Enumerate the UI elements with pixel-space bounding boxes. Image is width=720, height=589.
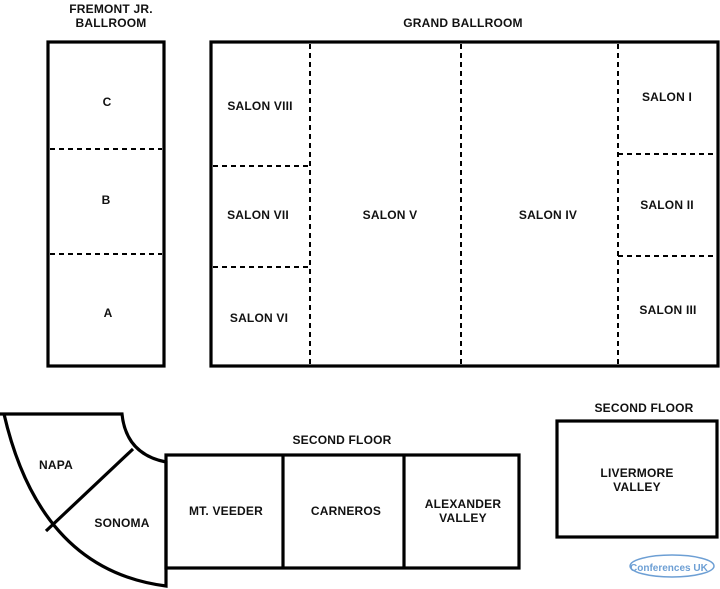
room-salon-viii[interactable]: SALON VIII bbox=[227, 99, 292, 113]
room-fremont-c[interactable]: C bbox=[103, 95, 112, 109]
fremont-title-line1: FREMONT JR. bbox=[69, 2, 153, 16]
room-fremont-b[interactable]: B bbox=[102, 193, 111, 207]
second-floor-main-title: SECOND FLOOR bbox=[292, 433, 391, 447]
room-alexander-valley-line2[interactable]: VALLEY bbox=[439, 511, 487, 525]
watermark-text: Conferences UK bbox=[630, 563, 709, 574]
room-salon-vi[interactable]: SALON VI bbox=[230, 311, 288, 325]
second-floor-rooms-outline bbox=[164, 453, 521, 570]
grand-ballroom-title: GRAND BALLROOM bbox=[403, 16, 522, 30]
second-floor-main: SECOND FLOOR NAPA SONOMA MT. VEEDER CARN… bbox=[0, 412, 521, 588]
grand-ballroom: GRAND BALLROOM SALON VIII SALON VII SALO… bbox=[209, 16, 720, 368]
grand-ballroom-outline bbox=[209, 40, 720, 368]
watermark-swoosh-icon bbox=[629, 554, 715, 578]
napa-sonoma-divider bbox=[44, 447, 135, 533]
fremont-outline bbox=[46, 40, 166, 368]
room-carneros[interactable]: CARNEROS bbox=[311, 504, 381, 518]
room-salon-v[interactable]: SALON V bbox=[363, 208, 418, 222]
fremont-jr-ballroom: FREMONT JR. BALLROOM C B A bbox=[46, 2, 166, 368]
room-sonoma[interactable]: SONOMA bbox=[94, 516, 149, 530]
fremont-title-line2: BALLROOM bbox=[76, 16, 147, 30]
second-floor-right-title: SECOND FLOOR bbox=[594, 401, 693, 415]
room-salon-vii[interactable]: SALON VII bbox=[227, 208, 289, 222]
room-napa[interactable]: NAPA bbox=[39, 458, 73, 472]
curved-wing-outline bbox=[0, 412, 168, 588]
room-alexander-valley-line1[interactable]: ALEXANDER bbox=[425, 497, 502, 511]
room-salon-iii[interactable]: SALON III bbox=[639, 303, 696, 317]
room-mt-veeder[interactable]: MT. VEEDER bbox=[189, 504, 263, 518]
watermark: Conferences UK bbox=[629, 554, 715, 578]
room-livermore-valley-line2[interactable]: VALLEY bbox=[613, 480, 661, 494]
second-floor-right: SECOND FLOOR LIVERMORE VALLEY bbox=[555, 401, 719, 539]
room-salon-i[interactable]: SALON I bbox=[642, 90, 692, 104]
room-livermore-valley-line1[interactable]: LIVERMORE bbox=[600, 466, 673, 480]
room-salon-ii[interactable]: SALON II bbox=[640, 198, 694, 212]
livermore-outline bbox=[555, 419, 719, 539]
room-fremont-a[interactable]: A bbox=[104, 306, 113, 320]
room-salon-iv[interactable]: SALON IV bbox=[519, 208, 577, 222]
